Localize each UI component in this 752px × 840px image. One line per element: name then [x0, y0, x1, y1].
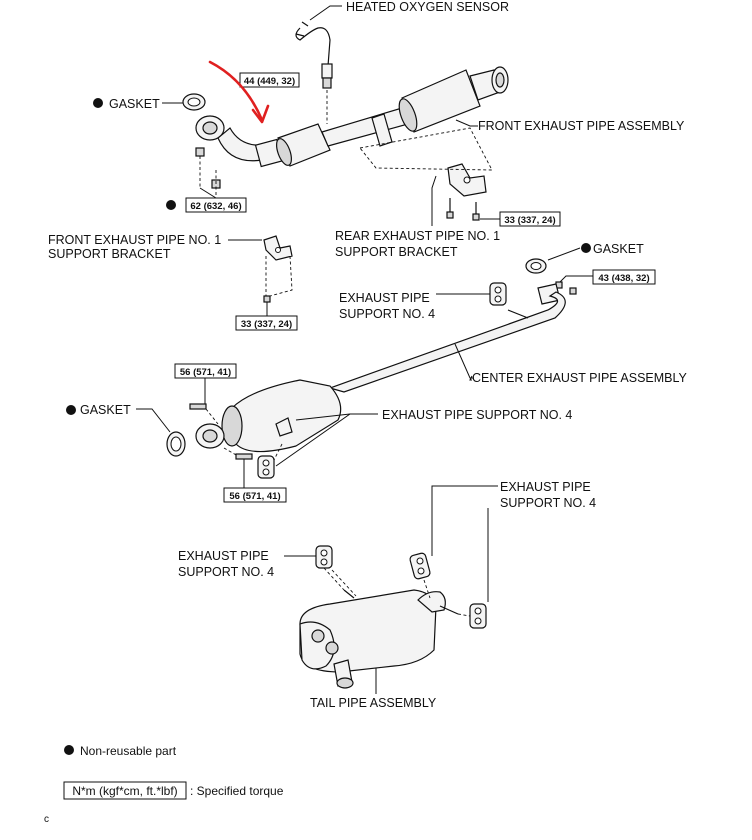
- legend-torque-desc: : Specified torque: [190, 784, 284, 798]
- legend-torque-box: [63, 781, 187, 800]
- label-support-d-line2: SUPPORT NO. 4: [500, 496, 596, 510]
- svg-text:33 (337, 24): 33 (337, 24): [504, 215, 555, 226]
- label-heated-oxygen-sensor: HEATED OXYGEN SENSOR: [346, 0, 509, 14]
- exhaust-pipe-support-a: [489, 282, 507, 306]
- leader-rear-bracket: [431, 175, 437, 226]
- label-center-exhaust-pipe-assembly: CENTER EXHAUST PIPE ASSEMBLY: [472, 371, 688, 385]
- exhaust-pipe-support-b: [257, 455, 275, 479]
- leader-front-exhaust-pipe: [455, 119, 478, 127]
- non-reusable-mark-gasket-top: [93, 98, 103, 108]
- label-front-bracket-line2: SUPPORT BRACKET: [48, 247, 171, 261]
- dash-support-e: [457, 613, 471, 617]
- svg-text:43 (438, 32): 43 (438, 32): [598, 273, 649, 284]
- leader-center-exhaust: [454, 343, 474, 379]
- gasket-right: [525, 258, 547, 274]
- svg-text:56 (571, 41): 56 (571, 41): [180, 367, 231, 378]
- tail-pipe-assembly: [299, 589, 459, 689]
- leader-gasket-right: [547, 247, 581, 261]
- exhaust-pipe-support-d: [409, 552, 431, 580]
- label-support-c-line1: EXHAUST PIPE: [178, 549, 269, 563]
- svg-text:62 (632, 46): 62 (632, 46): [190, 201, 241, 212]
- label-gasket-left: GASKET: [80, 403, 131, 417]
- front-exhaust-pipe-bracket: [263, 235, 293, 303]
- svg-text:44 (449, 32): 44 (449, 32): [244, 76, 295, 87]
- svg-text:56 (571, 41): 56 (571, 41): [229, 491, 280, 502]
- bolt-center-rear-top: [189, 403, 207, 410]
- heated-oxygen-sensor: [295, 21, 333, 89]
- front-exhaust-pipe-assembly: [195, 66, 509, 168]
- leader-heated-oxygen-sensor: [309, 5, 342, 21]
- center-exhaust-pipe-assembly: [195, 283, 566, 453]
- leader-center-front-torque: [559, 275, 593, 283]
- label-support-a-line2: SUPPORT NO. 4: [339, 307, 435, 321]
- annotation-arrow: [208, 60, 270, 124]
- leader-center-exhaust-a: [469, 375, 473, 381]
- dash-support-b: [273, 443, 283, 461]
- label-gasket-right: GASKET: [593, 242, 644, 256]
- dash-bolt-top: [205, 408, 219, 425]
- gasket-left: [166, 431, 186, 457]
- non-reusable-mark-gasket-left: [66, 405, 76, 415]
- svg-text:33 (337, 24): 33 (337, 24): [241, 319, 292, 330]
- leader-front-nut: [199, 187, 217, 199]
- label-rear-bracket-line1: REAR EXHAUST PIPE NO. 1: [335, 229, 500, 243]
- label-tail-pipe-assembly: TAIL PIPE ASSEMBLY: [310, 696, 437, 710]
- label-support-b: EXHAUST PIPE SUPPORT NO. 4: [382, 408, 572, 422]
- exhaust-pipe-support-e: [469, 603, 487, 629]
- leader-support-b-2: [295, 413, 351, 421]
- label-support-a-line1: EXHAUST PIPE: [339, 291, 430, 305]
- legend: Non-reusable part N*m (kgf*cm, ft.*lbf) …: [63, 744, 284, 800]
- exhaust-pipe-support-c: [315, 545, 333, 569]
- gasket-top: [182, 93, 206, 111]
- label-front-exhaust-pipe-assembly: FRONT EXHAUST PIPE ASSEMBLY: [478, 119, 685, 133]
- label-gasket-top: GASKET: [109, 97, 160, 111]
- legend-torque-unit: N*m (kgf*cm, ft.*lbf): [72, 784, 177, 798]
- torque-box-center-rear-bottom: 56 (571, 41): [223, 487, 287, 503]
- non-reusable-mark-gasket-right: [581, 243, 591, 253]
- nut-center-front-b: [569, 287, 577, 295]
- corner-mark: c: [44, 814, 49, 825]
- non-reusable-mark-nut: [166, 200, 176, 210]
- rear-exhaust-pipe-bracket: [446, 163, 487, 221]
- dash-bolt-bottom: [223, 447, 239, 457]
- label-support-c-line2: SUPPORT NO. 4: [178, 565, 274, 579]
- leader-support-d: [431, 485, 498, 556]
- torque-box-sensor: 44 (449, 32): [239, 72, 300, 88]
- legend-non-reusable-text: Non-reusable part: [80, 744, 177, 758]
- dash-front-bracket: [265, 255, 293, 297]
- leader-gasket-left: [136, 408, 171, 433]
- label-support-d-line1: EXHAUST PIPE: [500, 480, 591, 494]
- torque-box-rear-bracket: 33 (337, 24): [499, 211, 561, 227]
- torque-box-front-bracket: 33 (337, 24): [235, 315, 298, 331]
- dash-support-c: [323, 567, 357, 597]
- label-front-bracket-line1: FRONT EXHAUST PIPE NO. 1: [48, 233, 221, 247]
- torque-box-center-front-flange: 43 (438, 32): [592, 269, 656, 285]
- torque-box-center-rear-top: 56 (571, 41): [174, 363, 237, 379]
- label-rear-bracket-line2: SUPPORT BRACKET: [335, 245, 458, 259]
- bolt-center-rear-bottom: [235, 453, 253, 460]
- torque-box-front-flange: 62 (632, 46): [185, 197, 247, 213]
- legend-non-reusable-dot: [64, 745, 74, 755]
